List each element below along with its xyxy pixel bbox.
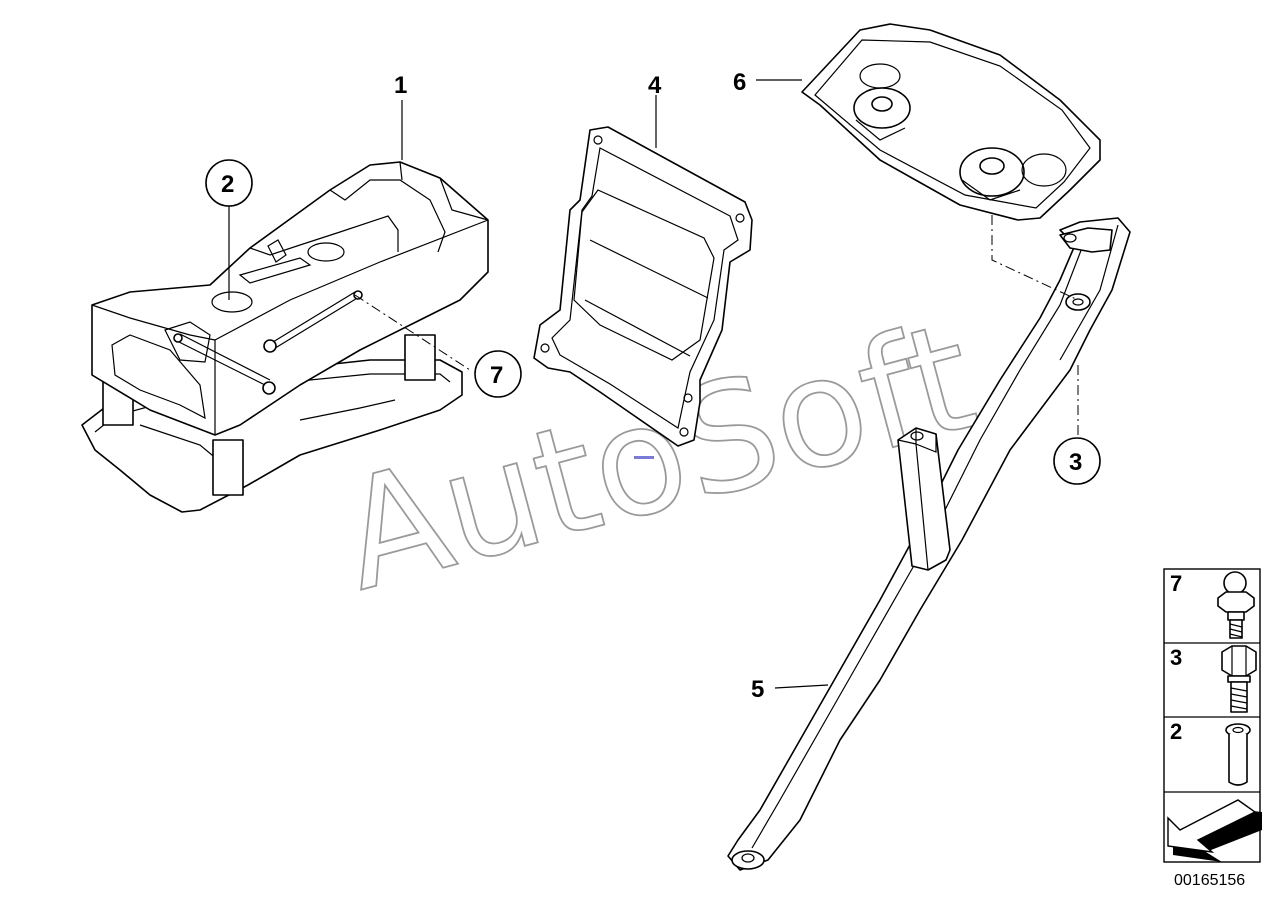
legend-item-2: 2 [1170, 719, 1182, 744]
callout-5: 5 [751, 676, 764, 703]
callout-1: 1 [394, 72, 407, 99]
part-4-cover-plate[interactable] [533, 126, 753, 447]
part-5-brace-strut[interactable] [727, 217, 1131, 871]
marker-dash [634, 456, 654, 459]
callout-2-circle [205, 159, 253, 207]
callout-7: 7 [490, 362, 503, 389]
part-6-top-plate[interactable] [801, 23, 1101, 221]
callout-6: 6 [733, 69, 746, 96]
callout-4: 4 [648, 72, 662, 99]
legend-item-7: 7 [1170, 571, 1182, 596]
ball-stud-icon [1217, 571, 1255, 639]
callout-7-circle [474, 350, 522, 398]
legend-item-3: 3 [1170, 645, 1182, 670]
callout-3-circle [1053, 437, 1101, 485]
diagram-code: 00165156 [1174, 872, 1245, 889]
hardware-legend: 7 3 2 [1163, 568, 1262, 863]
part-1-tray[interactable] [81, 161, 489, 513]
direction-arrow-icon [1167, 799, 1262, 862]
hex-bolt-icon [1221, 645, 1257, 713]
callout-3: 3 [1069, 449, 1082, 476]
sleeve-spacer-icon [1225, 723, 1251, 786]
callout-2: 2 [221, 171, 234, 198]
